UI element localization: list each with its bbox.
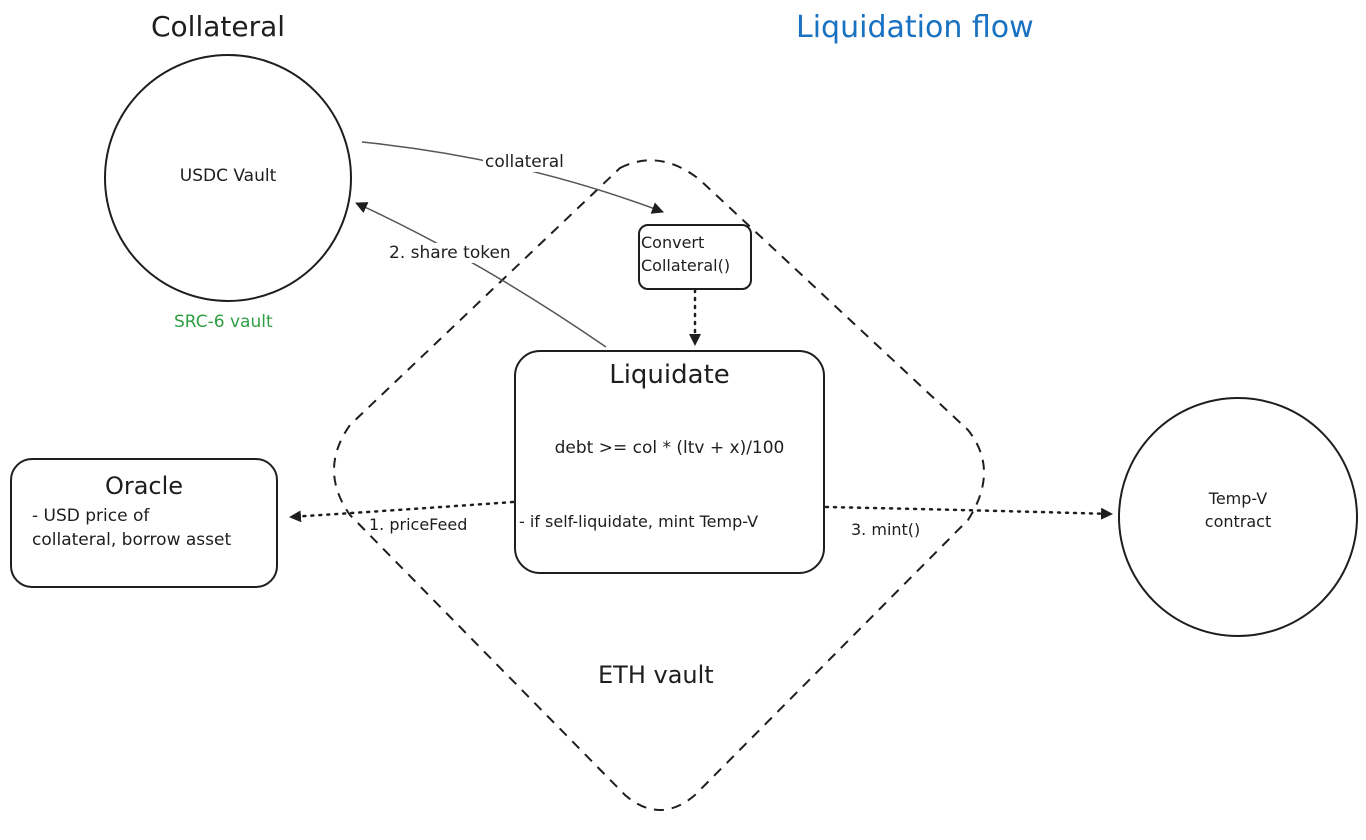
price-feed-edge-label: 1. priceFeed: [369, 515, 468, 534]
temp-v-line2: contract: [1204, 512, 1272, 531]
convert-line1: Convert: [641, 233, 705, 252]
usdc-vault-circle: [104, 54, 352, 302]
share-token-arrow: [355, 202, 607, 348]
src6-vault-label: SRC-6 vault: [174, 312, 273, 332]
mint-edge-label: 3. mint(): [851, 520, 921, 539]
oracle-line2: collateral, borrow asset: [32, 530, 232, 550]
temp-v-circle: [1118, 397, 1358, 637]
collateral-edge-label: collateral: [483, 152, 566, 172]
liquidate-formula: debt >= col * (ltv + x)/100: [554, 438, 785, 458]
liquidate-heading: Liquidate: [609, 360, 730, 390]
oracle-box: [10, 458, 278, 588]
share-token-edge-label: 2. share token: [387, 243, 513, 263]
convert-line2: Collateral(): [641, 256, 731, 275]
convert-collateral-box: [638, 224, 752, 290]
oracle-heading: Oracle: [104, 472, 184, 500]
oracle-line1: - USD price of: [32, 506, 150, 526]
eth-vault-label: ETH vault: [598, 661, 714, 689]
mint-arrow: [824, 505, 1114, 520]
eth-vault-diamond: [333, 159, 985, 811]
diagram-title: Liquidation flow: [796, 10, 1034, 45]
price-feed-arrow: [288, 500, 515, 523]
temp-v-line1: Temp-V: [1208, 489, 1268, 508]
liquidate-note: - if self-liquidate, mint Temp-V: [519, 512, 759, 531]
liquidate-box: [514, 350, 825, 574]
usdc-vault-label: USDC Vault: [179, 166, 277, 186]
collateral-heading: Collateral: [151, 10, 286, 43]
